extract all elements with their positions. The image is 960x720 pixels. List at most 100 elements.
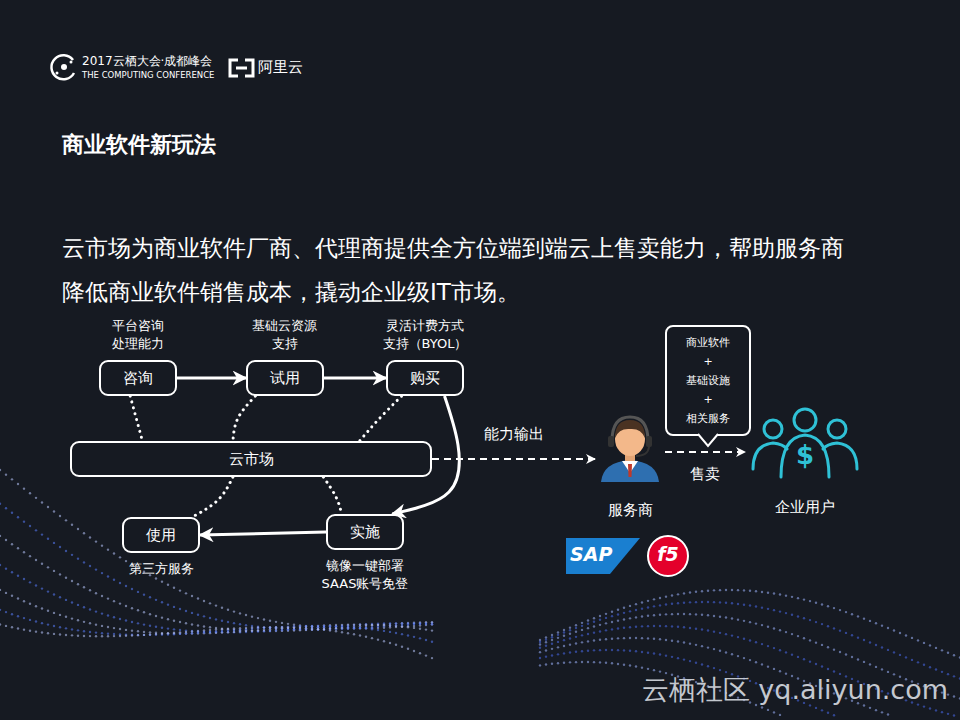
wave-dot (647, 651, 649, 653)
wave-dot (11, 543, 13, 545)
wave-dot (197, 613, 199, 615)
wave-dot (917, 661, 919, 663)
wave-dot (377, 624, 379, 626)
wave-dot (197, 597, 199, 599)
wave-dot (581, 625, 583, 627)
wave-dot (875, 622, 877, 624)
wave-dot (665, 672, 667, 674)
wave-dot (233, 622, 235, 624)
wave-dot (293, 626, 295, 628)
wave-dot (77, 604, 79, 606)
slide-title: 商业软件新玩法 (62, 130, 216, 160)
wave-dot (887, 649, 889, 651)
wave-dot (593, 661, 595, 663)
sap-logo (566, 538, 640, 574)
wave-dot (557, 646, 559, 648)
wave-dot (587, 640, 589, 642)
wave-dot (323, 629, 325, 631)
wave-dot (641, 651, 643, 653)
wave-dot (599, 661, 601, 663)
wave-dot (875, 644, 877, 646)
wave-dot (683, 602, 685, 604)
wave-dot (407, 626, 409, 628)
wave-dot (545, 641, 547, 643)
wave-dot (341, 631, 343, 633)
wave-dot (587, 623, 589, 625)
wave-dot (863, 617, 865, 619)
speech-bubble: 商业软件 + 基础设施 + 相关服务 (665, 325, 752, 436)
wave-dot (659, 625, 661, 627)
wave-dot (953, 675, 955, 677)
wave-dot (617, 627, 619, 629)
wave-dot (83, 561, 85, 563)
wave-dot (77, 528, 79, 530)
step-box: 使用第三方服务 (122, 517, 200, 553)
wave-dot (653, 638, 655, 640)
wave-dot (29, 619, 31, 621)
wave-dot (599, 639, 601, 641)
wave-dot (725, 633, 727, 635)
wave-dot (89, 631, 91, 633)
wave-dot (887, 671, 889, 673)
wave-dot (143, 611, 145, 613)
wave-dot (803, 598, 805, 600)
wave-dot (95, 540, 97, 542)
wave-dot (413, 623, 415, 625)
wave-dot (0, 609, 1, 611)
wave-dot (857, 658, 859, 660)
wave-dot (635, 650, 637, 652)
wave-dot (131, 634, 133, 636)
wave-dot (47, 538, 49, 540)
wave-dot (623, 649, 625, 651)
wave-dot (221, 628, 223, 630)
wave-dot (887, 627, 889, 629)
wave-dot (593, 649, 595, 651)
wave-dot (245, 631, 247, 633)
wave-dot (959, 656, 960, 658)
wave-dot (557, 662, 559, 664)
step-box: 平台咨询 处理能力咨询 (99, 360, 177, 396)
wave-dot (929, 644, 931, 646)
node-label: 使用 (146, 525, 176, 545)
wave-dot (149, 596, 151, 598)
wave-dot (317, 625, 319, 627)
wave-dot (677, 613, 679, 615)
wave-dot (371, 628, 373, 630)
wave-dot (95, 592, 97, 594)
wave-dot (281, 622, 283, 624)
wave-dot (35, 620, 37, 622)
wave-dot (599, 615, 601, 617)
wave-dot (545, 663, 547, 665)
wave-dot (713, 667, 715, 669)
wave-dot (671, 656, 673, 658)
wave-dot (11, 613, 13, 615)
wave-dot (635, 665, 637, 667)
wave-dot (275, 626, 277, 628)
wave-dot (95, 631, 97, 633)
wave-dot (167, 618, 169, 620)
wave-dot (827, 646, 829, 648)
wave-dot (35, 584, 37, 586)
wave-dot (191, 623, 193, 625)
wave-dot (341, 625, 343, 627)
dotted-link (360, 396, 402, 441)
wave-dot (629, 650, 631, 652)
enterprise-users-icon: 企业用户 (745, 405, 865, 517)
wave-dot (413, 636, 415, 638)
wave-dot (101, 635, 103, 637)
wave-dot (395, 625, 397, 627)
wave-dot (197, 632, 199, 634)
wave-dot (587, 627, 589, 629)
wave-dot (311, 625, 313, 627)
wave-dot (719, 601, 721, 603)
wave-dot (389, 625, 391, 627)
wave-dot (569, 629, 571, 631)
wave-dot (83, 621, 85, 623)
wave-dot (599, 649, 601, 651)
wave-dot (785, 631, 787, 633)
wave-dot (29, 525, 31, 527)
wave-dot (65, 627, 67, 629)
wave-dot (281, 626, 283, 628)
wave-dot (425, 654, 427, 656)
wave-dot (113, 635, 115, 637)
